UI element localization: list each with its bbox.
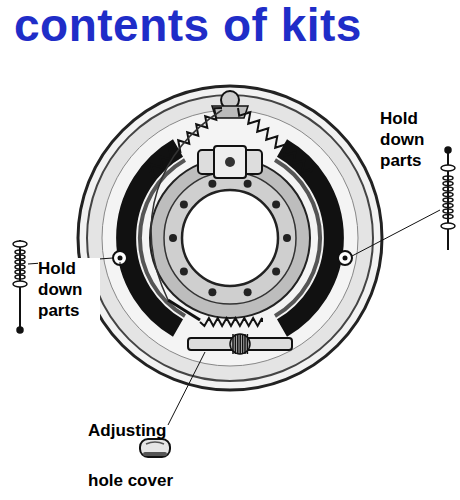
part-label: Hold down parts bbox=[380, 108, 442, 171]
leader-line bbox=[28, 210, 440, 425]
return-spring bbox=[238, 108, 313, 172]
hold-down-parts bbox=[13, 240, 27, 333]
adjuster-spring bbox=[200, 318, 262, 326]
backing-plate bbox=[78, 86, 382, 390]
hold-down-parts bbox=[441, 147, 455, 250]
adjusting-hole-cover bbox=[140, 439, 170, 457]
part-label: Hold down parts bbox=[38, 258, 100, 321]
adjuster-cable bbox=[151, 110, 222, 300]
hub-flange bbox=[150, 158, 310, 318]
part-label: Adjusting hole cover bbox=[88, 406, 192, 500]
title: contents of kits bbox=[14, 0, 362, 50]
